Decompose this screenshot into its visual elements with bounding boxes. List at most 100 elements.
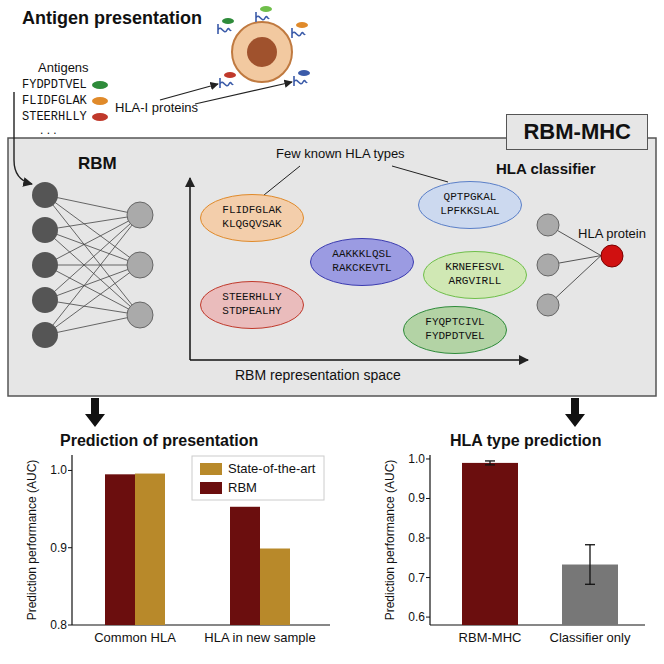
peptide-icon	[222, 18, 234, 24]
legend-entry: RBM	[200, 480, 257, 496]
sequence: FYDPDTVEL	[22, 78, 87, 92]
classifier-unit	[537, 294, 559, 316]
tick-mark	[68, 547, 72, 548]
network-weight	[45, 195, 140, 215]
protein-label: HLA-I proteins	[115, 100, 198, 116]
peptide-icon	[260, 6, 272, 12]
down-arrow	[565, 398, 585, 427]
category-label: Classifier only	[550, 630, 631, 646]
hla-protein-icon	[294, 76, 307, 86]
tick-mark	[68, 470, 72, 471]
tick-label: 0.7	[408, 570, 425, 584]
callout-label: Few known HLA types	[276, 146, 405, 162]
error-cap	[485, 464, 495, 465]
visible-unit	[32, 252, 58, 278]
bar	[230, 507, 260, 625]
panel-heading: Prediction of presentation	[60, 431, 258, 450]
peptide-icon	[296, 22, 308, 28]
sequence-pair: STEERHLLY STDPEALHY	[222, 291, 283, 319]
cluster-ellipse: AAKKKLQSL RAKCKEVTL	[309, 237, 415, 287]
network-weight	[45, 230, 140, 265]
pointer-arrow	[160, 84, 218, 100]
hidden-unit	[127, 252, 153, 278]
peptide-icon	[298, 70, 310, 76]
hla-protein-icon	[220, 78, 233, 88]
axis-title: Prediction performance (AUC)	[383, 460, 397, 621]
tick-label: 0.8	[408, 531, 425, 545]
legend-text: RBM	[228, 480, 257, 496]
leader-line	[392, 166, 448, 182]
y-axis	[71, 455, 72, 625]
cluster-ellipse-shape	[419, 182, 522, 229]
category-label: RBM-MHC	[459, 630, 522, 646]
sequence-pair: FYQPTCIVL FYDPDTVEL	[425, 316, 486, 344]
visible-unit	[32, 287, 58, 313]
network-weight	[45, 265, 140, 300]
sequence: FLIDFGLAK	[22, 94, 87, 108]
cluster-ellipse-shape	[424, 252, 527, 299]
network-weight	[45, 230, 140, 315]
error-cap	[585, 584, 595, 585]
tick-label: 0.8	[50, 618, 67, 632]
axis-arrow	[189, 178, 191, 360]
hidden-unit	[127, 302, 153, 328]
hla-protein-icon	[218, 24, 231, 34]
network-weight	[45, 215, 140, 335]
tick-mark	[68, 625, 72, 626]
ellipsis: . . .	[40, 123, 57, 137]
bar	[135, 474, 165, 625]
sequence-pair: AAKKKLQSL RAKCKEVTL	[332, 248, 393, 276]
figure-heading: Antigen presentation	[22, 8, 202, 30]
tick-mark	[426, 458, 430, 459]
tick-label: 1.0	[50, 463, 67, 477]
tick-mark	[426, 617, 430, 618]
network-weight	[45, 265, 140, 266]
pointer-arrow	[195, 82, 292, 104]
legend-box	[192, 456, 324, 500]
visible-unit	[32, 217, 58, 243]
y-axis	[429, 455, 430, 625]
error-cap	[585, 544, 595, 545]
list-heading: Antigens	[38, 60, 89, 76]
tick-label: 0.9	[50, 541, 67, 555]
down-arrow	[85, 398, 105, 427]
bar	[260, 549, 290, 626]
visible-unit	[32, 182, 58, 208]
network-weight	[45, 265, 140, 315]
hla-protein-icon	[292, 28, 305, 38]
output-circle	[598, 242, 626, 270]
peptide-icon	[224, 72, 236, 78]
output-unit: HLA protein	[578, 226, 646, 270]
bar	[462, 463, 518, 625]
sequence-pair: KRNEFESVL ARGVIRLL	[445, 261, 506, 289]
axis-arrow	[190, 359, 528, 361]
sequence-pair: FLIDFGLAK KLQGQVSAK	[222, 204, 283, 232]
output-label: HLA protein	[578, 226, 646, 242]
legend-swatch	[200, 463, 222, 475]
visible-unit	[32, 322, 58, 348]
axis-label: RBM representation space	[235, 367, 401, 384]
cell-nucleus	[247, 37, 277, 67]
bar	[105, 474, 135, 625]
classifier-unit	[537, 254, 559, 276]
classifier-unit	[537, 214, 559, 236]
network-weight	[45, 195, 140, 315]
legend-text: State-of-the-art	[228, 461, 315, 477]
cluster-ellipse-shape	[404, 307, 507, 354]
legend-swatch	[200, 482, 222, 494]
model-panel: RBM-MHCFLIDFGLAK KLQGQVSAKQPTPGKAL LPFKK…	[8, 138, 656, 396]
tick-label: 0.6	[408, 610, 425, 624]
cluster-ellipse: KRNEFESVL ARGVIRLL	[422, 250, 528, 300]
cluster-ellipse: FYQPTCIVL FYDPDTVEL	[402, 305, 508, 355]
panel-heading: HLA type prediction	[450, 431, 601, 450]
tick-mark	[426, 577, 430, 578]
cluster-ellipse: QPTPGKAL LPFKKSLAL	[417, 180, 523, 230]
hla-protein-icon	[256, 12, 269, 22]
sequence: STEERHLLY	[22, 110, 87, 124]
error-bar	[589, 545, 590, 585]
error-cap	[485, 460, 495, 461]
cluster-ellipse: STEERHLLY STDPEALHY	[199, 280, 305, 330]
panel-title: RBM-MHC	[506, 114, 648, 150]
leader-line	[264, 166, 300, 195]
